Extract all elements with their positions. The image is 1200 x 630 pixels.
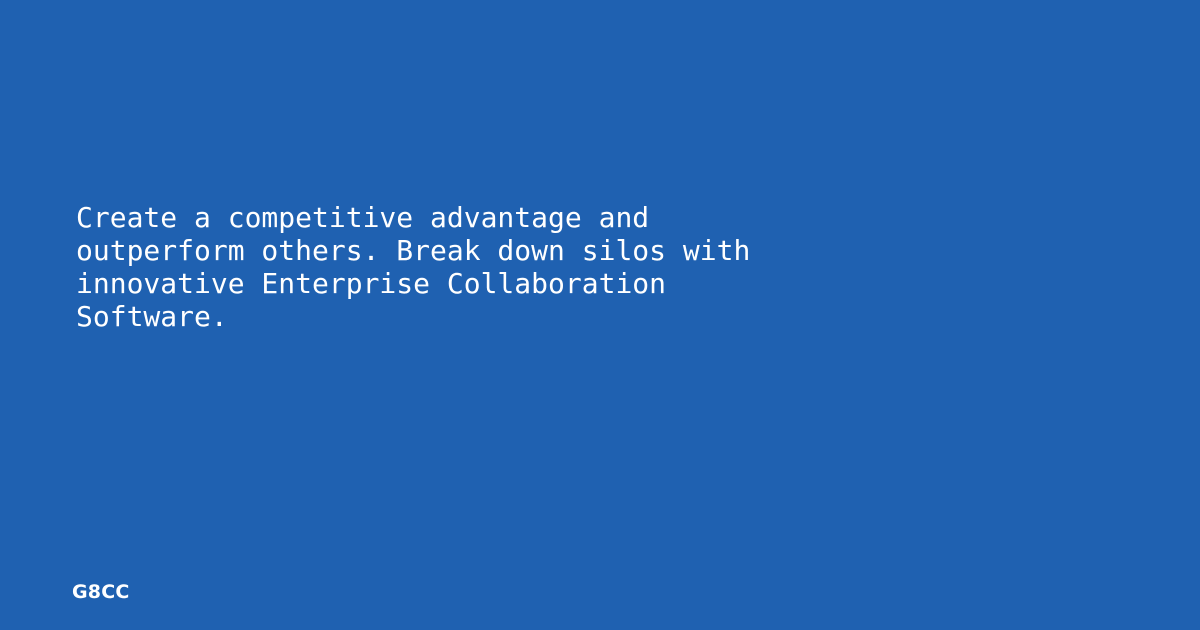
brand-name: G8CC <box>72 581 130 603</box>
headline-text: Create a competitive advantage and outpe… <box>76 201 751 333</box>
